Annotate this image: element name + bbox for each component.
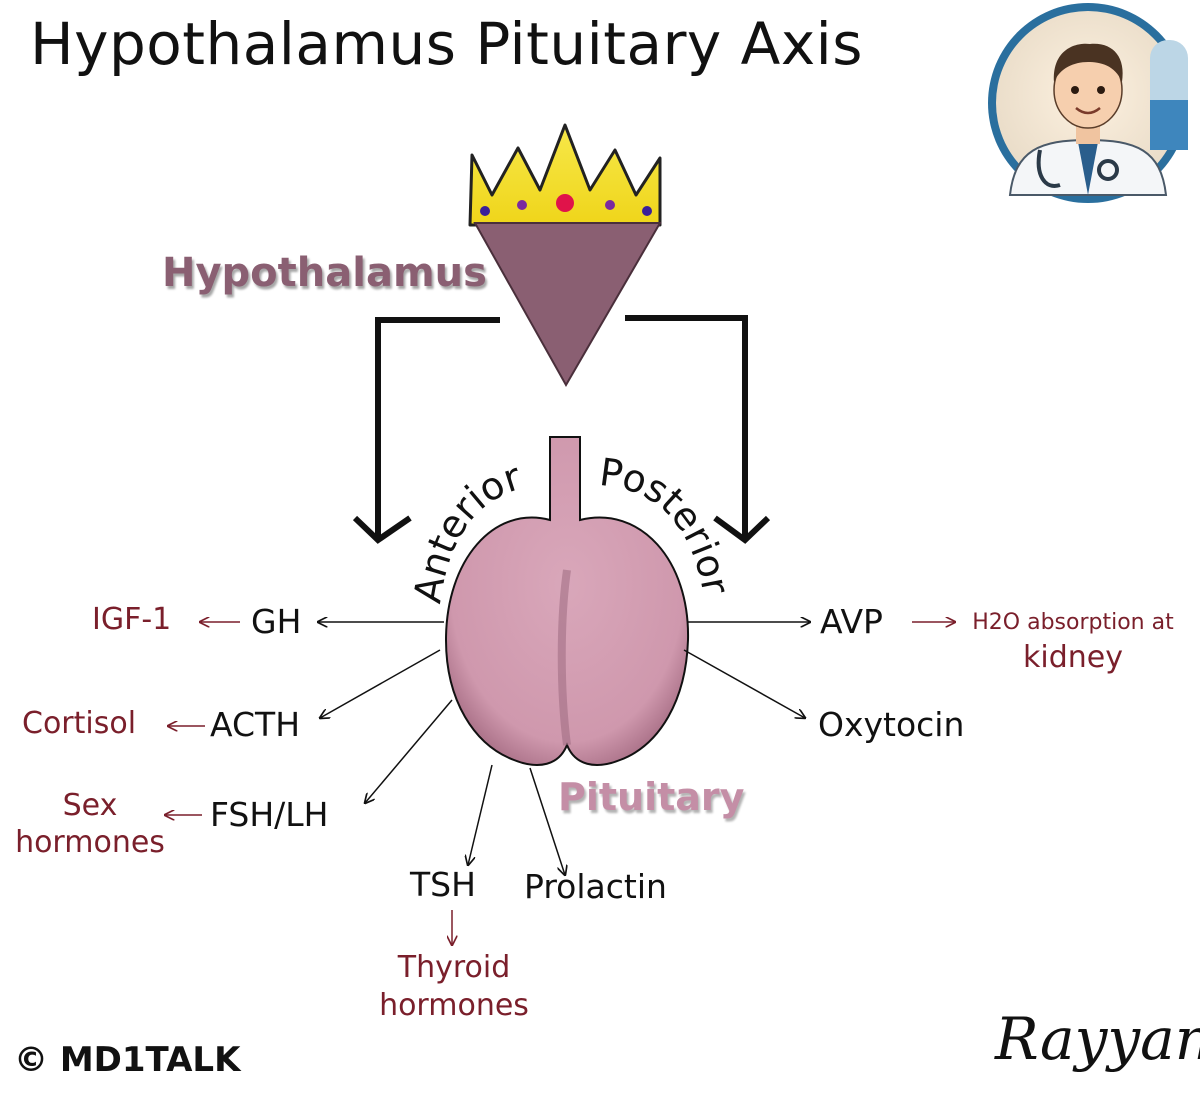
arrow-to-posterior (625, 315, 748, 540)
hypothalamus-label: Hypothalamus (162, 250, 487, 296)
pituitary-label: Pituitary (558, 775, 745, 819)
hormone-fsh-lh: FSH/LH (210, 795, 329, 834)
downstream-cortisol: Cortisol (22, 706, 137, 741)
downstream-h2o-line2: kidney (1023, 640, 1123, 675)
downstream-thyroid-line2: hormones (379, 988, 529, 1023)
arrow-to-anterior (375, 317, 500, 540)
arrow-to-posterior-head (713, 515, 771, 544)
hormone-gh: GH (251, 602, 302, 641)
crown-icon (468, 123, 662, 227)
hormone-avp: AVP (820, 602, 883, 641)
downstream-thyroid-line1: Thyroid (397, 950, 511, 985)
doctor-avatar-icon (988, 3, 1188, 203)
downstream-igf1: IGF-1 (92, 602, 172, 637)
downstream-sex-hormones-line2: hormones (15, 825, 165, 860)
hypothalamus-shape (473, 222, 662, 388)
copyright-notice: © MD1TALK (14, 1040, 241, 1080)
hormone-acth: ACTH (210, 705, 301, 744)
author-signature: Rayyan (995, 1005, 1200, 1073)
downstream-h2o-line1: H2O absorption at (972, 610, 1174, 635)
arrow-to-anterior-head (352, 515, 412, 544)
downstream-sex-hormones-line1: Sex (62, 788, 118, 823)
page-title: Hypothalamus Pituitary Axis (30, 10, 864, 78)
hormone-oxytocin: Oxytocin (818, 705, 965, 744)
hormone-prolactin: Prolactin (524, 867, 667, 906)
pituitary-shape (444, 436, 690, 766)
hormone-tsh: TSH (410, 865, 476, 904)
